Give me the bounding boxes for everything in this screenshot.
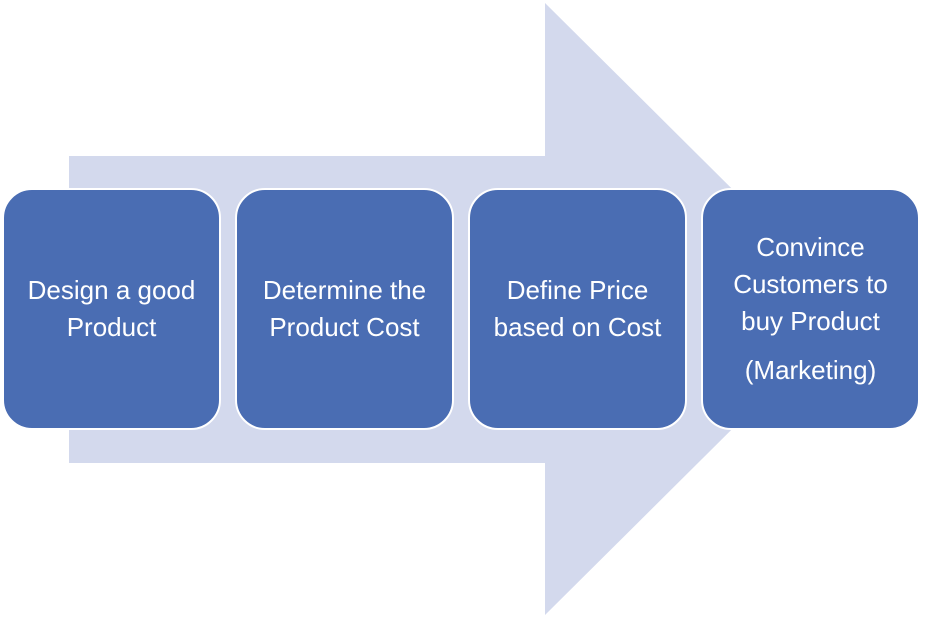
step-label-4: Convince Customers to buy Product xyxy=(733,232,888,336)
step-box-1: Design a good Product xyxy=(2,188,221,430)
arrow-shape xyxy=(69,3,853,615)
step-box-2: Determine the Product Cost xyxy=(235,188,454,430)
step-box-4: Convince Customers to buy Product (Marke… xyxy=(701,188,920,430)
step-label-2: Determine the Product Cost xyxy=(262,275,427,342)
step-sublabel-4: (Marketing) xyxy=(744,355,877,385)
step-label-3: Define Price based on Cost xyxy=(493,275,662,342)
step-label-1: Design a good Product xyxy=(27,275,196,342)
step-box-3: Define Price based on Cost xyxy=(468,188,687,430)
